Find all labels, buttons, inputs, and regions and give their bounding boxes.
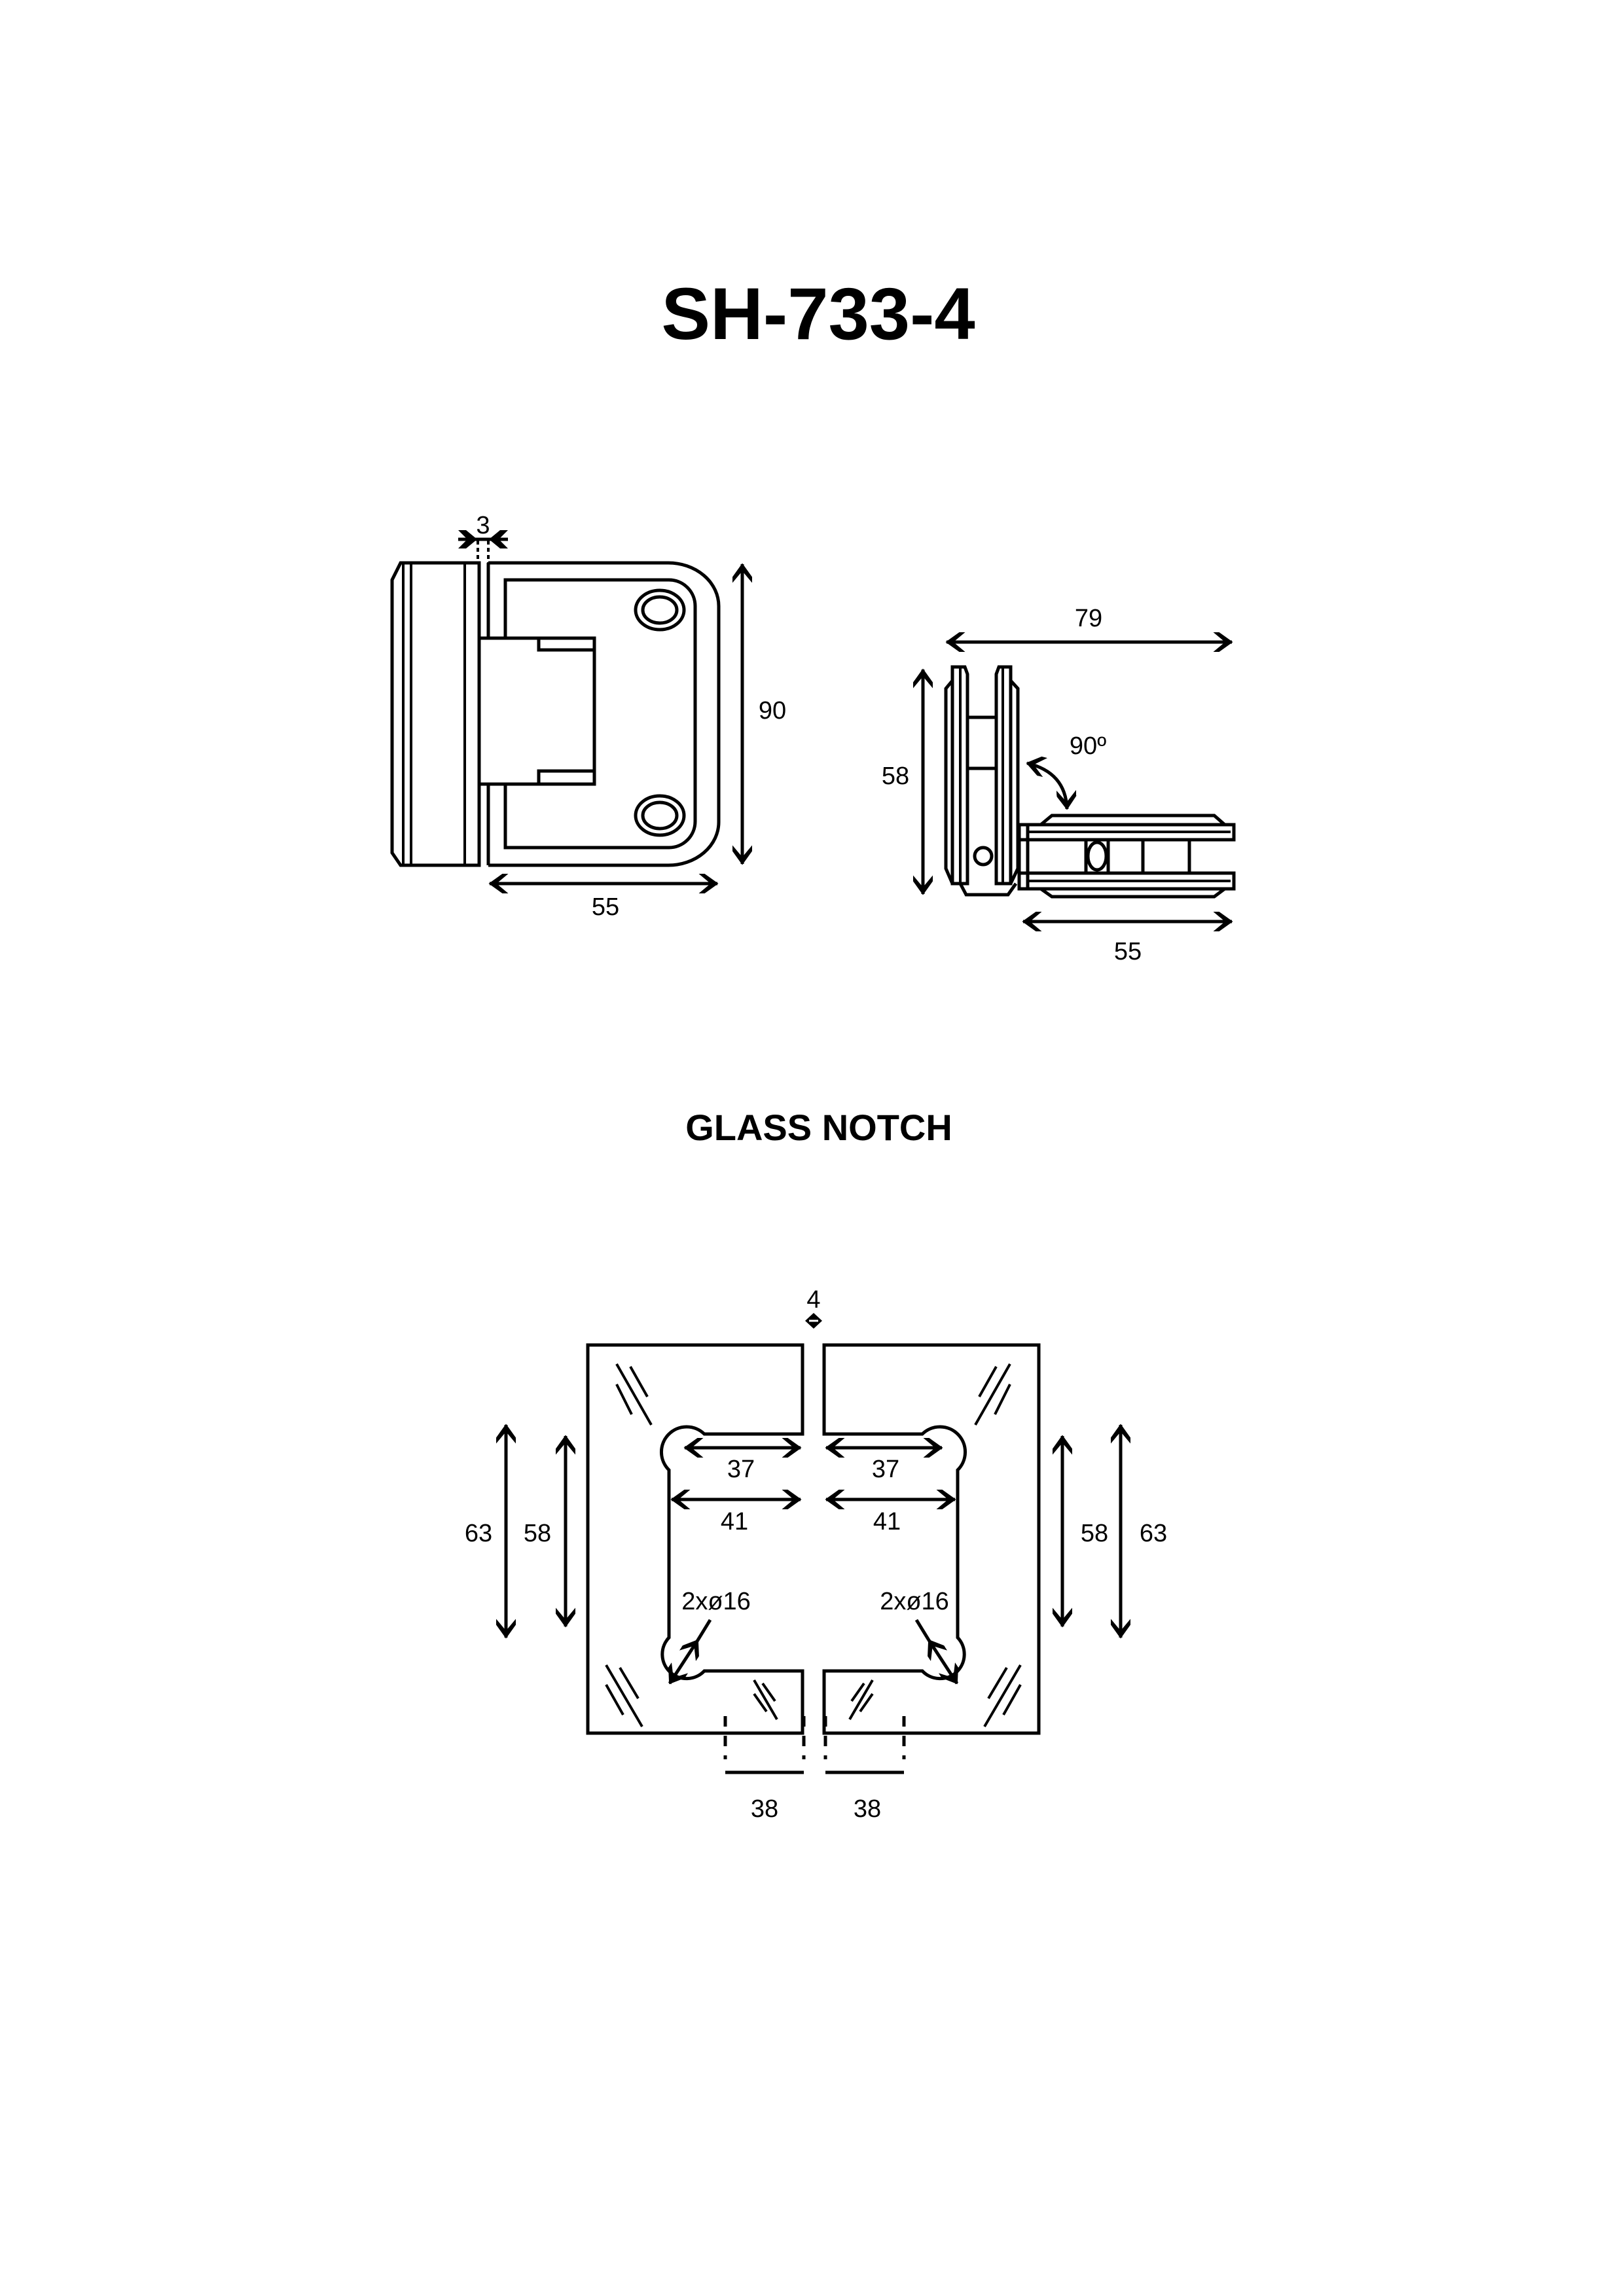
door-plate (486, 561, 721, 867)
height-dimension: 90 (759, 697, 786, 725)
left-notch-depth-dimension: 41 (721, 1508, 748, 1535)
glass-gap-dimension: 4 (806, 1286, 820, 1314)
left-hole-label: 2xø16 (681, 1588, 751, 1615)
wall-plate (390, 561, 481, 867)
left-outer-height-dimension: 63 (465, 1520, 492, 1547)
left-notch-top-dimension: 37 (727, 1456, 755, 1483)
side-width-dimension: 55 (1114, 938, 1142, 965)
glass-hatch-icon (848, 1363, 1022, 1728)
page-title: SH-733-4 (661, 273, 975, 355)
glass-notch-drawing: 4 37 41 2xø16 63 58 38 37 41 2xø16 63 58… (465, 1286, 1167, 1823)
right-notch-depth-dimension: 41 (873, 1508, 901, 1535)
right-outer-height-dimension: 63 (1140, 1520, 1167, 1547)
angle-dimension: 90º (1070, 732, 1106, 760)
side-view: 79 58 90º 55 (882, 605, 1236, 965)
right-hole-label: 2xø16 (880, 1588, 949, 1615)
right-glass-panel (822, 1343, 1041, 1735)
left-offset-dimension: 38 (751, 1795, 778, 1823)
width-dimension: 55 (592, 893, 619, 921)
overall-width-dimension: 79 (1075, 605, 1102, 632)
hinge-knuckle (477, 636, 596, 786)
gap-dimension: 3 (476, 512, 490, 539)
left-inner-height-dimension: 58 (524, 1520, 551, 1547)
right-offset-dimension: 38 (854, 1795, 881, 1823)
side-height-dimension: 58 (882, 762, 909, 790)
screw-hole-icon (634, 588, 686, 837)
glass-hatch-icon (605, 1363, 778, 1728)
right-inner-height-dimension: 58 (1081, 1520, 1108, 1547)
left-glass-panel (586, 1343, 804, 1735)
right-notch-top-dimension: 37 (872, 1456, 899, 1483)
front-view: 3 90 55 (390, 512, 786, 921)
glass-notch-heading: GLASS NOTCH (685, 1107, 952, 1148)
